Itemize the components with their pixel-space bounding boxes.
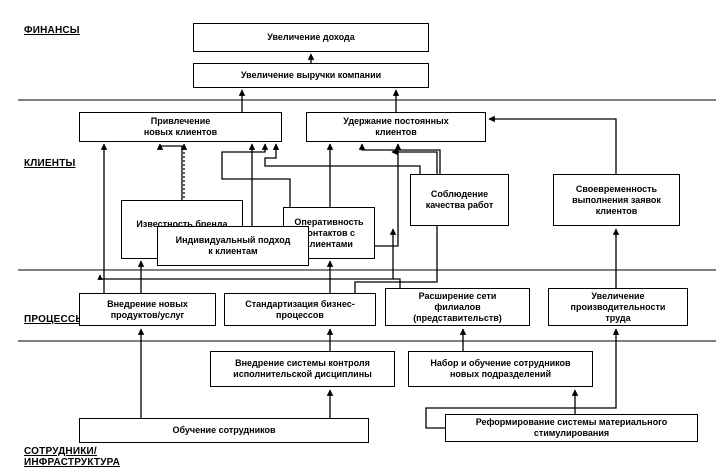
node-hire-train-staff[interactable]: Набор и обучение сотрудников новых подра… (408, 351, 593, 387)
node-label: Обучение сотрудников (172, 425, 276, 435)
node-label: Индивидуальный подход к клиентам (175, 235, 291, 256)
node-on-time-orders[interactable]: Своевременность выполнения заявок клиент… (553, 174, 680, 226)
edge-brand-to-newclients (156, 143, 183, 200)
node-branch-network[interactable]: Расширение сети филиалов (представительс… (385, 288, 530, 326)
node-label: Стандартизация бизнес- процессов (245, 298, 355, 320)
node-label: Внедрение новых продуктов/услуг (107, 298, 188, 320)
node-label: Увеличение дохода (267, 32, 355, 42)
node-label: Привлечение новых клиентов (143, 116, 218, 137)
node-new-clients[interactable]: Привлечение новых клиентов (79, 112, 282, 142)
node-label: Своевременность выполнения заявок клиент… (572, 183, 661, 216)
edge-quality-to-newclients (264, 143, 421, 174)
perspective-label-processes: ПРОЦЕССЫ (24, 314, 86, 325)
edge-contact-to-newclients (221, 143, 291, 207)
node-revenue-growth[interactable]: Увеличение дохода (193, 23, 429, 52)
node-new-products[interactable]: Внедрение новых продуктов/услуг (79, 293, 216, 326)
node-incentive-reform[interactable]: Реформирование системы материального сти… (445, 414, 698, 442)
node-staff-training[interactable]: Обучение сотрудников (79, 418, 369, 443)
perspective-label-clients: КЛИЕНТЫ (24, 158, 76, 169)
perspective-label-finance: ФИНАНСЫ (24, 25, 80, 36)
node-productivity[interactable]: Увеличение производительности труда (548, 288, 688, 326)
node-label: Реформирование системы материального сти… (475, 417, 668, 438)
node-company-revenue[interactable]: Увеличение выручки компании (193, 63, 429, 88)
node-standardization[interactable]: Стандартизация бизнес- процессов (224, 293, 376, 326)
node-work-quality[interactable]: Соблюдение качества работ (410, 174, 509, 226)
node-label: Удержание постоянных клиентов (343, 116, 449, 137)
node-label: Внедрение системы контроля исполнительск… (233, 358, 372, 379)
node-label: Увеличение выручки компании (240, 70, 382, 80)
edge-ontime-to-retain (488, 115, 617, 174)
node-label: Соблюдение качества работ (425, 189, 494, 210)
perspective-label-staff: СОТРУДНИКИ/ ИНФРАСТРУКТУРА (24, 446, 121, 468)
node-retain-clients[interactable]: Удержание постоянных клиентов (306, 112, 486, 142)
node-label: Набор и обучение сотрудников новых подра… (430, 358, 571, 379)
node-label: Увеличение производительности труда (570, 290, 666, 323)
node-label: Расширение сети филиалов (представительс… (413, 290, 502, 323)
node-discipline-control[interactable]: Внедрение системы контроля исполнительск… (210, 351, 395, 387)
edge-quality-to-retain (358, 143, 441, 174)
edge-branch-to-newclients (97, 274, 401, 288)
node-individual-approach[interactable]: Индивидуальный подход к клиентам (157, 226, 309, 266)
